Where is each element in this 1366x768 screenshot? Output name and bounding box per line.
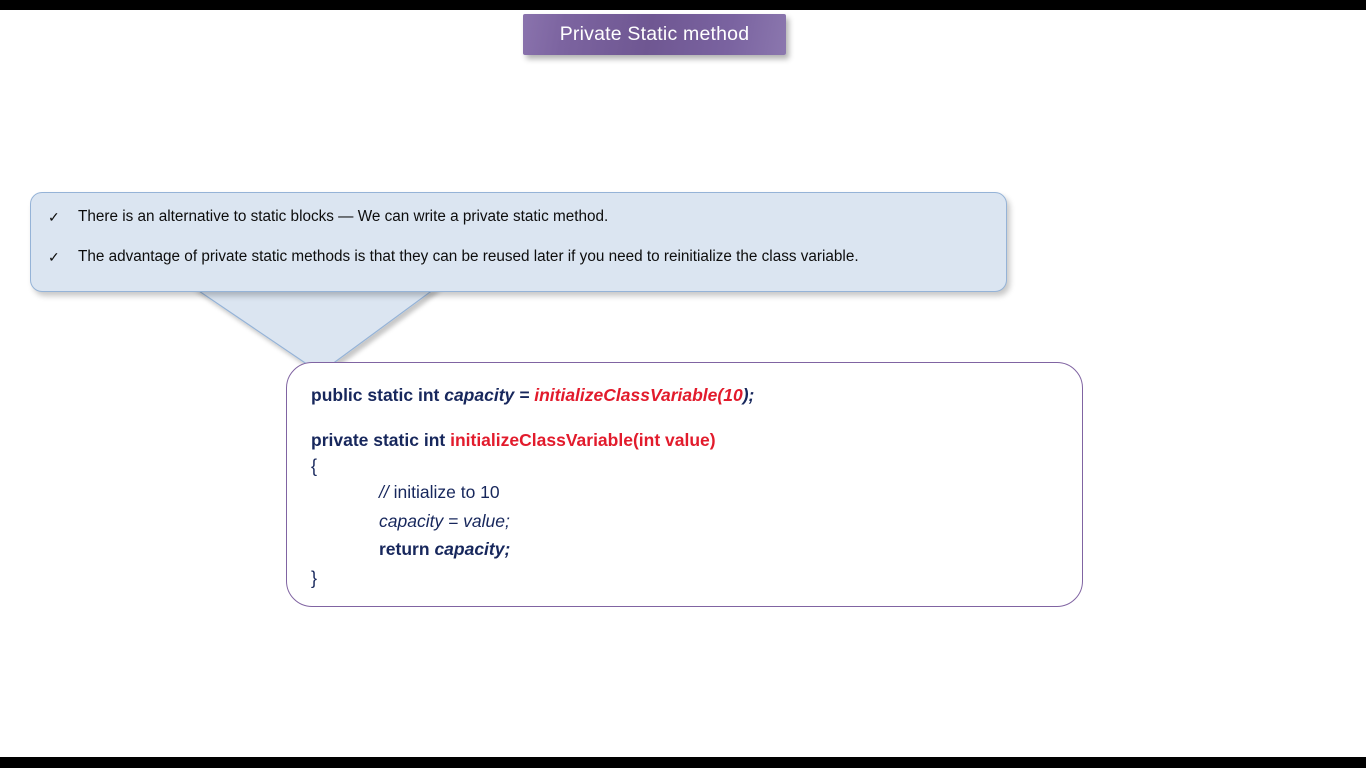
list-item: ✓ The advantage of private static method… [48, 248, 1007, 266]
code-declaration-terminator: ); [742, 385, 755, 405]
bullet-text: The advantage of private static methods … [78, 248, 859, 266]
code-keywords-public-static-int: public static int [311, 385, 445, 405]
code-line-assignment: capacity = value; [311, 510, 1070, 531]
code-call-initializeclassvariable: initializeClassVariable(10 [534, 385, 743, 405]
code-line-comment: // initialize to 10 [311, 482, 1070, 502]
code-return-keyword: return [379, 539, 435, 559]
slide-title-plate: Private Static method [523, 14, 786, 55]
code-line-open-brace: { [311, 456, 318, 476]
code-snippet-content: public static int capacity = initializeC… [311, 385, 1070, 588]
code-comment-slashes: // [379, 482, 394, 502]
list-item: ✓ There is an alternative to static bloc… [48, 208, 1007, 226]
code-line-close-brace: } [311, 567, 318, 588]
code-method-name: initializeClassVariable(int value) [450, 429, 716, 450]
callout-box [30, 192, 1007, 292]
code-line-declaration: public static int capacity = initializeC… [311, 385, 1070, 405]
code-variable-capacity: capacity = [444, 385, 535, 405]
code-snippet-box: public static int capacity = initializeC… [286, 362, 1083, 607]
code-line-return: return capacity; [311, 539, 1070, 559]
callout-container: ✓ There is an alternative to static bloc… [30, 192, 1008, 378]
letterbox-bottom [0, 757, 1366, 768]
letterbox-top [0, 0, 1366, 10]
code-comment-text: initialize to 10 [393, 482, 500, 502]
code-keywords-private-static-int: private static int [311, 429, 451, 450]
check-icon: ✓ [48, 209, 60, 225]
code-return-value: capacity; [434, 539, 511, 559]
check-icon: ✓ [48, 249, 60, 266]
slide-canvas: Private Static method ✓ There is an alte… [0, 10, 1366, 757]
code-line-method-signature: private static int initializeClassVariab… [311, 429, 1070, 450]
callout-bullet-list: ✓ There is an alternative to static bloc… [30, 192, 1007, 292]
bullet-text: There is an alternative to static blocks… [78, 208, 609, 225]
page-title: Private Static method [559, 23, 750, 45]
code-assignment-text: capacity = value; [379, 510, 510, 531]
